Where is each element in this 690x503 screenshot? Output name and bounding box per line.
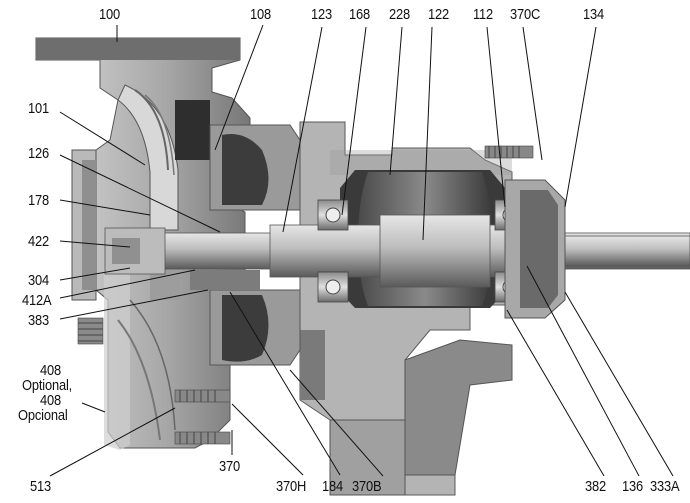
label-333a: 333A bbox=[650, 478, 680, 495]
shaft bbox=[104, 214, 690, 288]
label-408: 408 bbox=[40, 362, 62, 379]
label-122: 122 bbox=[428, 6, 450, 23]
label-513: 513 bbox=[30, 478, 52, 495]
label-408-optional: Optional, bbox=[22, 377, 73, 394]
label-108: 108 bbox=[250, 6, 272, 23]
label-382: 382 bbox=[585, 478, 607, 495]
label-178: 178 bbox=[28, 192, 50, 209]
label-370: 370 bbox=[219, 458, 241, 475]
label-228: 228 bbox=[389, 6, 411, 23]
label-370h: 370H bbox=[276, 478, 307, 495]
label-304: 304 bbox=[28, 272, 50, 289]
label-412a: 412A bbox=[22, 292, 52, 309]
label-112: 112 bbox=[473, 6, 494, 23]
label-422: 422 bbox=[28, 233, 50, 250]
label-370c: 370C bbox=[510, 6, 541, 23]
adapter bbox=[175, 100, 301, 366]
bearing-cover bbox=[504, 179, 566, 319]
bolts bbox=[77, 145, 534, 445]
label-370b: 370B bbox=[352, 478, 382, 495]
label-126: 126 bbox=[28, 145, 50, 162]
label-101: 101 bbox=[28, 100, 50, 117]
label-136: 136 bbox=[622, 478, 644, 495]
label-383: 383 bbox=[28, 312, 50, 329]
label-408-alt: 408 bbox=[40, 392, 62, 409]
leader-lines bbox=[49, 24, 674, 477]
label-134: 134 bbox=[583, 6, 605, 23]
label-184: 184 bbox=[322, 478, 344, 495]
label-408-opcional: Opcional bbox=[18, 407, 68, 424]
label-168: 168 bbox=[349, 6, 371, 23]
label-123: 123 bbox=[311, 6, 333, 23]
label-100: 100 bbox=[99, 6, 121, 23]
